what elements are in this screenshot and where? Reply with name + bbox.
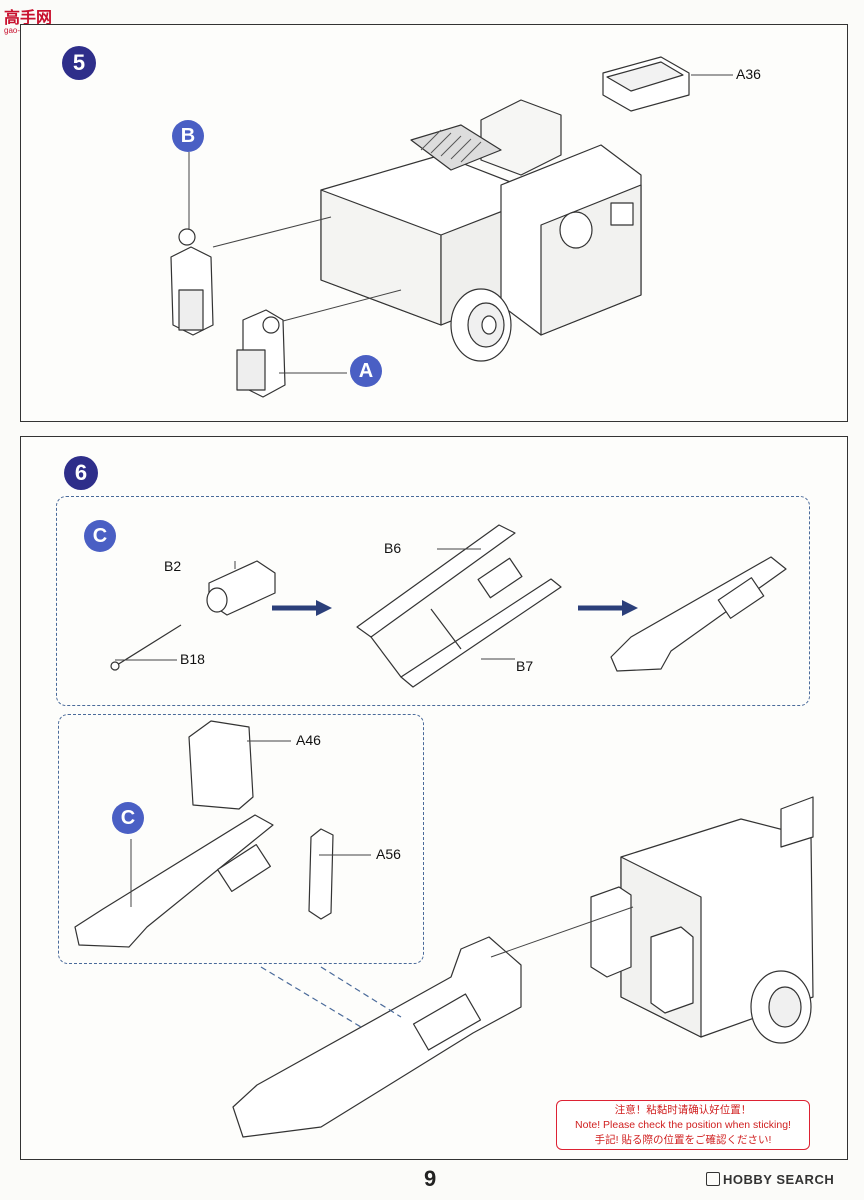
part-label-a46: A46 bbox=[296, 732, 321, 748]
warning-line-cn: 注意！粘黏时请确认好位置！ bbox=[614, 1104, 752, 1116]
step6-panel bbox=[20, 436, 848, 1160]
subassembly-c-box bbox=[56, 496, 810, 706]
warning-line-jp: 手記! 貼る際の位置をご確認ください! bbox=[594, 1134, 772, 1146]
footer-brand: HOBBY SEARCH bbox=[706, 1172, 834, 1187]
watermark-logo: 高手网 bbox=[4, 10, 53, 27]
part-label-b6: B6 bbox=[384, 540, 402, 556]
step5-sub-b-badge: B bbox=[172, 120, 204, 152]
step6-sub-c-badge-top: C bbox=[84, 520, 116, 552]
brand-icon bbox=[706, 1172, 720, 1186]
warning-note: 注意！粘黏时请确认好位置！ Note! Please check the pos… bbox=[556, 1100, 810, 1150]
part-label-a36: A36 bbox=[736, 66, 761, 82]
step5-number-badge: 5 bbox=[62, 46, 96, 80]
step5-sub-a-badge: A bbox=[350, 355, 382, 387]
lower-subassembly-box bbox=[58, 714, 424, 964]
brand-text: HOBBY SEARCH bbox=[723, 1172, 835, 1187]
step6-number-badge: 6 bbox=[64, 456, 98, 490]
page-number: 9 bbox=[424, 1166, 437, 1191]
step5-drawing bbox=[170, 56, 733, 398]
part-label-b18: B18 bbox=[180, 651, 205, 667]
step6-drawing bbox=[74, 524, 814, 1138]
part-label-a56: A56 bbox=[376, 846, 401, 862]
part-label-b2: B2 bbox=[164, 558, 182, 574]
step5-panel bbox=[20, 24, 848, 422]
part-label-b7: B7 bbox=[516, 658, 534, 674]
warning-line-en: Note! Please check the position when sti… bbox=[575, 1119, 791, 1131]
step6-sub-c-badge-lower: C bbox=[112, 802, 144, 834]
